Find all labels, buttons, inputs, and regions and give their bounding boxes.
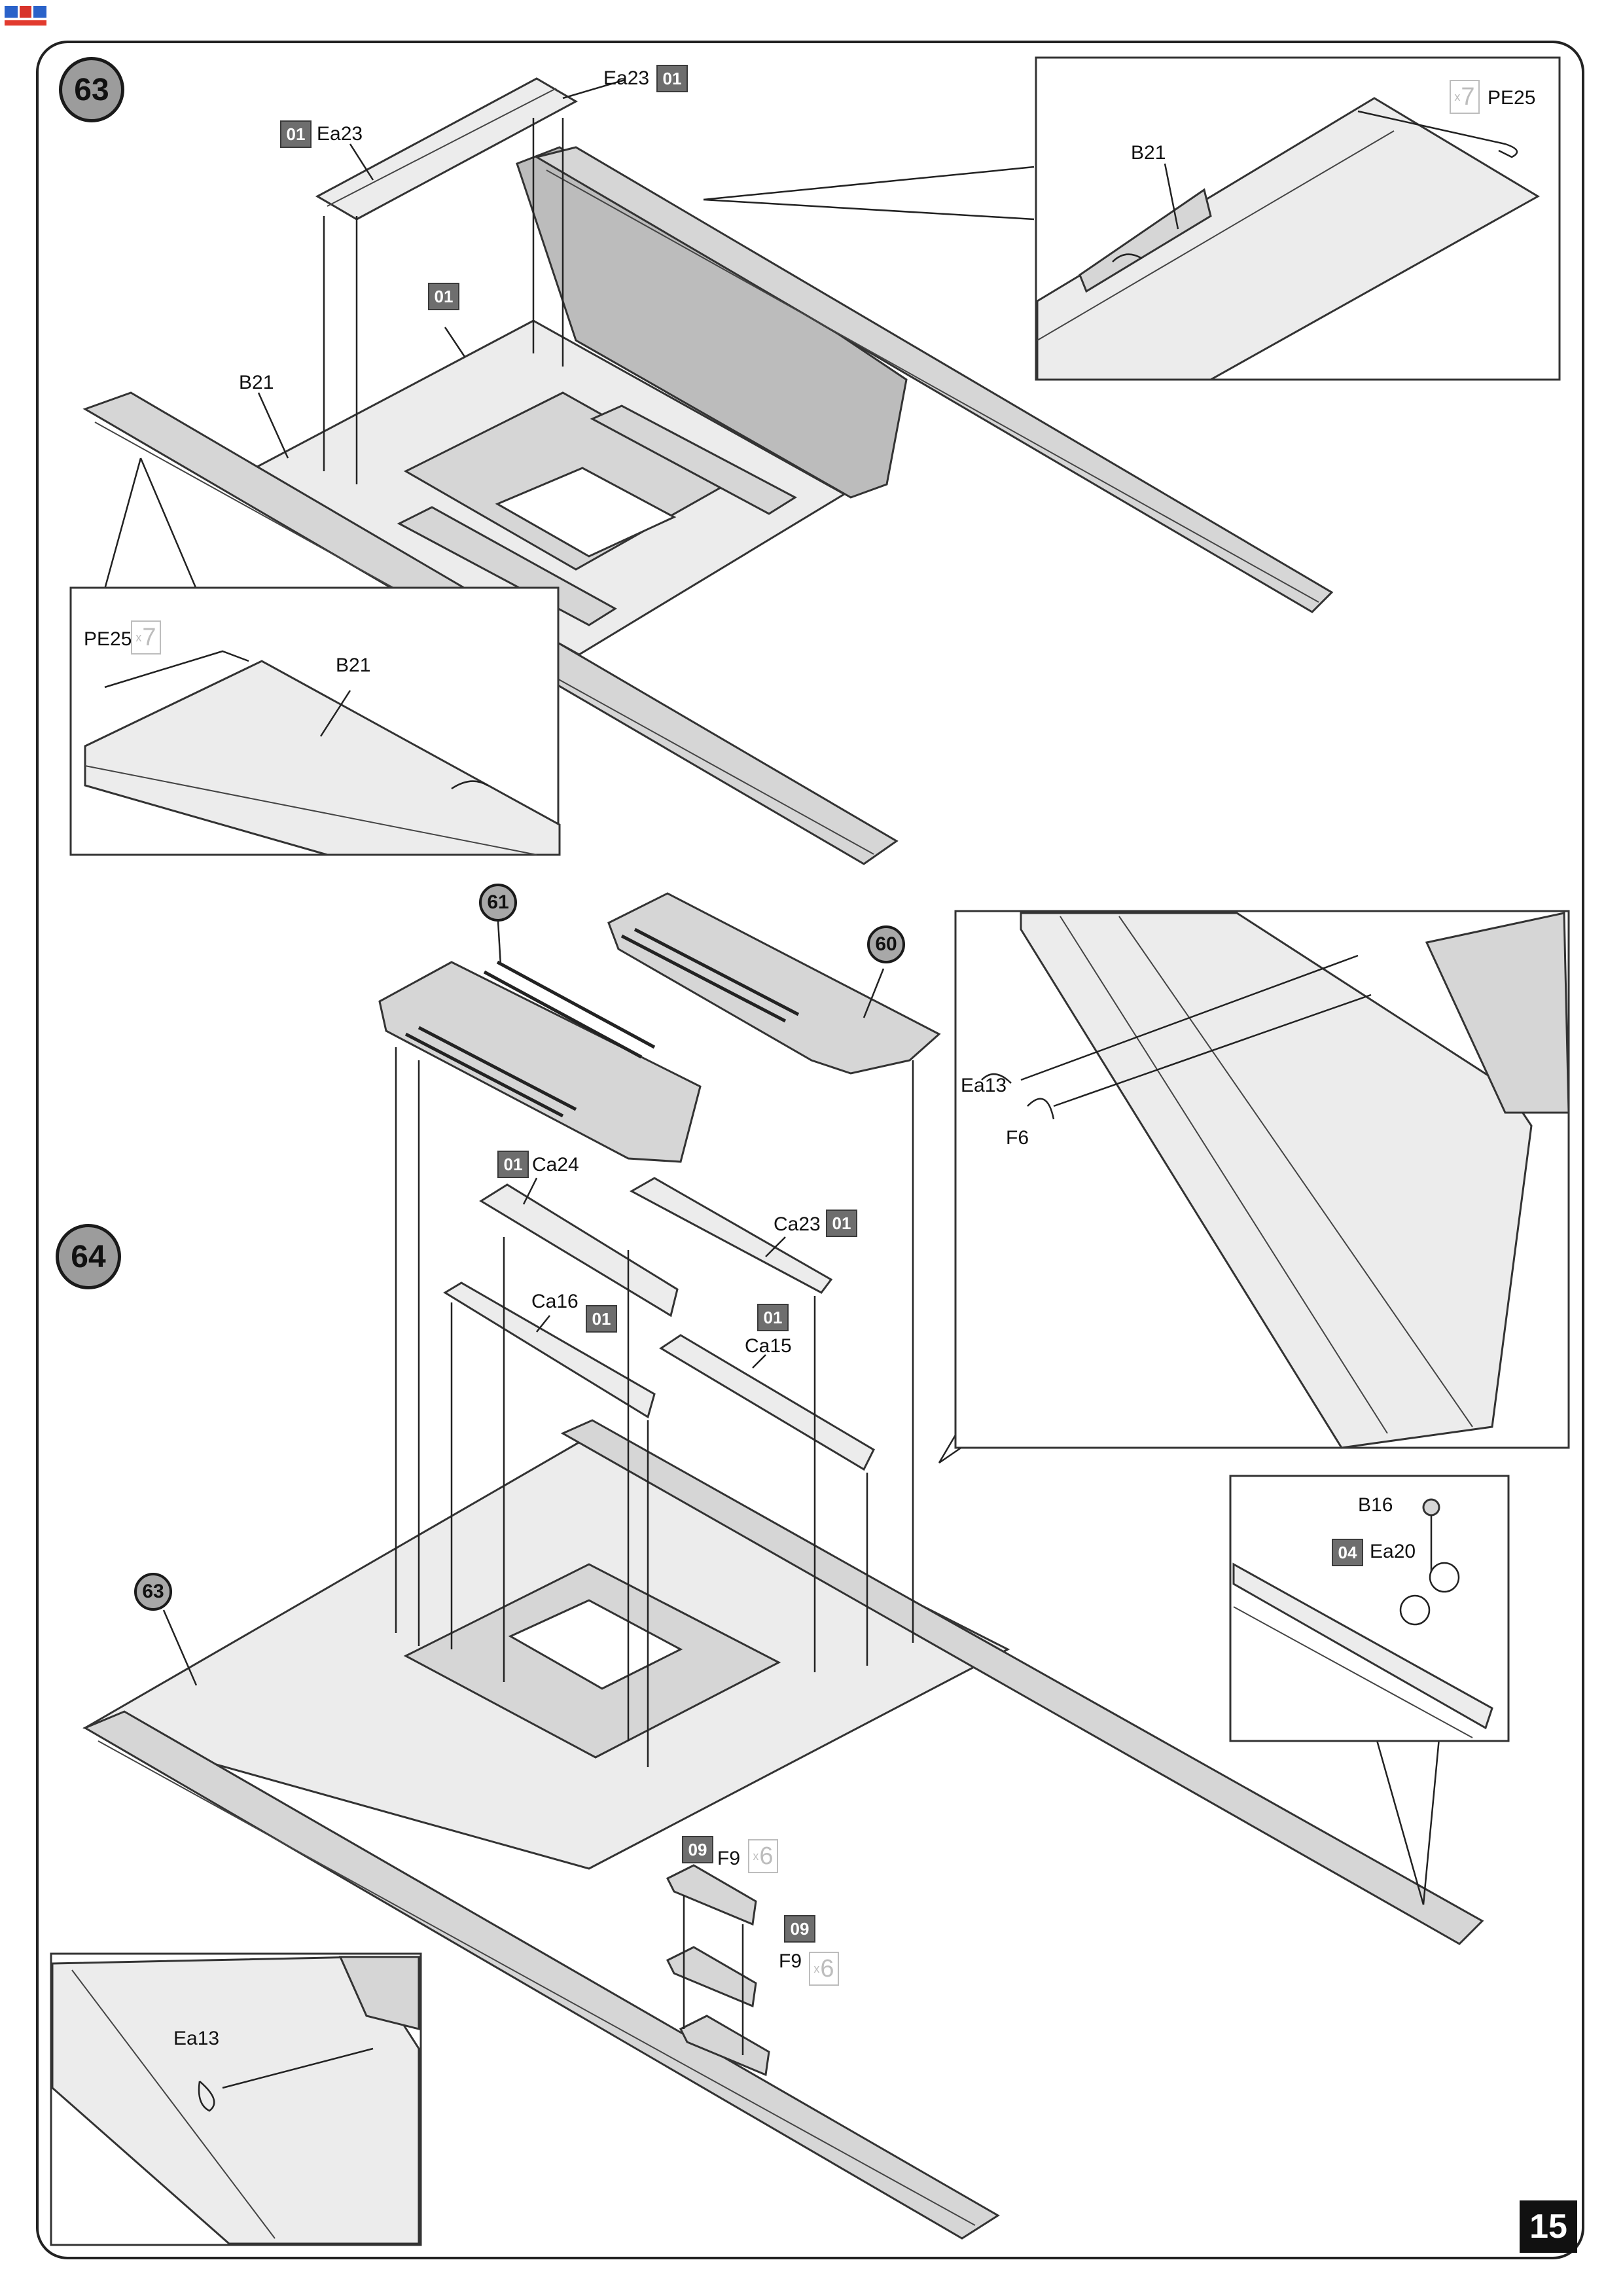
sprue-code-f9-lower: 09 [784, 1915, 815, 1943]
subassembly-60-vent-housing [607, 892, 941, 1075]
label-ca16: Ca16 [531, 1291, 579, 1312]
step-badge-64: 64 [56, 1224, 121, 1289]
label-pe25-left: PE25 [84, 628, 132, 650]
label-f9-lower: F9 [779, 1950, 802, 1972]
step-badge-63: 63 [59, 57, 124, 122]
label-b21-inset-right: B21 [1131, 142, 1166, 164]
page-number: 15 [1520, 2200, 1577, 2253]
label-f9-upper: F9 [717, 1848, 741, 1869]
part-f9-upper [666, 1864, 757, 1926]
page-frame [36, 41, 1584, 2259]
label-f6: F6 [1006, 1127, 1029, 1149]
label-ea20: Ea20 [1370, 1541, 1416, 1562]
top-plate-ea23 [315, 77, 579, 221]
panel-ca23 [629, 1177, 833, 1294]
sprue-code-ca23: 01 [826, 1210, 857, 1237]
label-b16: B16 [1358, 1494, 1393, 1516]
label-b21-main: B21 [239, 372, 274, 393]
label-ea13-left: Ea13 [173, 2028, 220, 2049]
panel-ca15 [659, 1334, 875, 1471]
sprue-code-ea23-left: 01 [280, 120, 312, 148]
step-64-drawing [50, 892, 1570, 2246]
label-ca15: Ca15 [745, 1335, 792, 1357]
step-63-drawing [69, 56, 1561, 865]
sprue-code-ea23-top: 01 [656, 65, 688, 92]
subassembly-badge-60: 60 [867, 925, 905, 963]
publisher-logo [5, 6, 46, 26]
label-ca23: Ca23 [774, 1213, 821, 1235]
sprue-code-ca15: 01 [757, 1304, 789, 1331]
bulkhead-panel [516, 146, 908, 499]
label-ea23-left: Ea23 [317, 123, 363, 145]
sprue-code-ca24: 01 [497, 1151, 529, 1178]
sprue-code-bulkhead: 01 [428, 283, 459, 310]
label-ea23-top: Ea23 [603, 67, 650, 89]
subassembly-61-vent-housing [378, 961, 702, 1163]
chassis-left-rail [82, 1710, 1000, 2240]
label-b21-inset-left: B21 [336, 655, 371, 676]
label-ca24: Ca24 [532, 1154, 579, 1175]
sprue-code-f9-upper: 09 [682, 1836, 713, 1863]
panel-ca16 [443, 1282, 656, 1419]
panel-ca24 [479, 1183, 679, 1318]
chassis-right-rail [560, 1419, 1484, 1945]
subassembly-badge-61: 61 [479, 884, 517, 922]
sprue-code-ca16: 01 [586, 1305, 617, 1333]
label-ea13-right: Ea13 [961, 1075, 1007, 1096]
subassembly-badge-63: 63 [134, 1573, 172, 1611]
part-f9-lower [666, 1946, 757, 2008]
label-pe25-right: PE25 [1488, 87, 1536, 109]
sprue-code-ea20: 04 [1332, 1539, 1363, 1566]
